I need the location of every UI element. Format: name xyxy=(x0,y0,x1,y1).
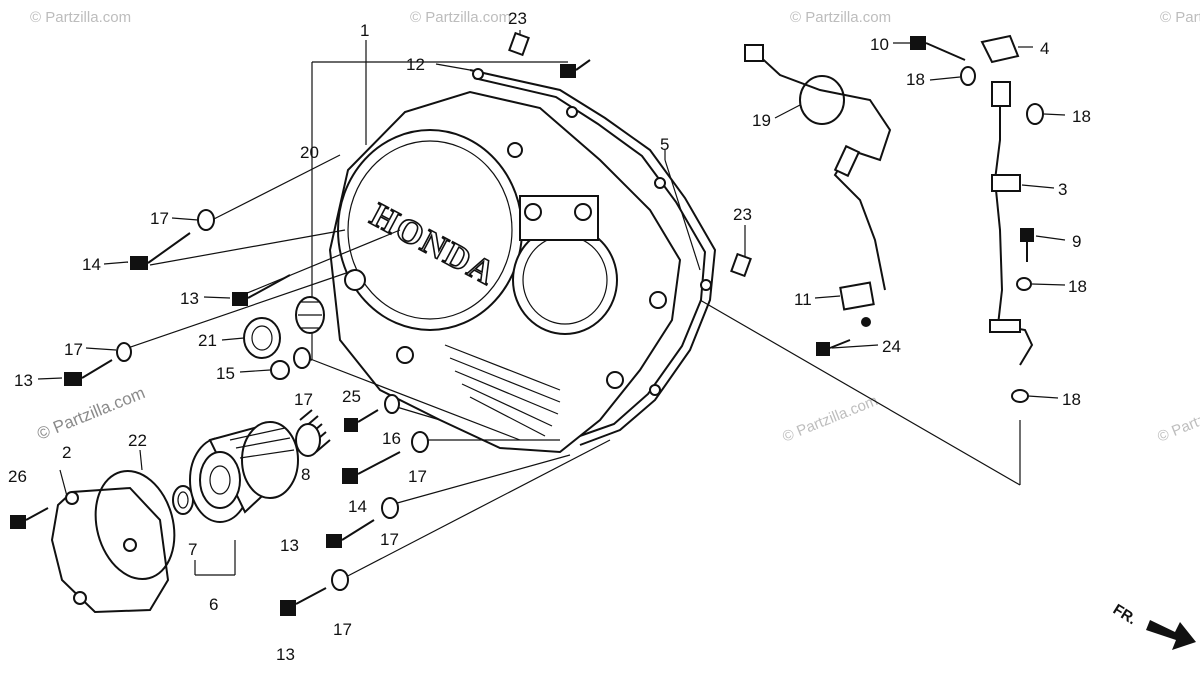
callout-14: 14 xyxy=(82,255,101,274)
front-label: FR. xyxy=(1110,601,1140,628)
washer-part-16[interactable] xyxy=(384,394,400,414)
oil-filter-cover-part-2[interactable] xyxy=(50,486,170,614)
callout-25: 25 xyxy=(342,387,361,406)
callout-16: 16 xyxy=(382,429,401,448)
callout-6: 6 xyxy=(209,595,218,614)
switch-part-11[interactable] xyxy=(839,281,875,327)
callout-17: 17 xyxy=(64,340,83,359)
callout-7: 7 xyxy=(188,540,197,559)
callout-23: 23 xyxy=(733,205,752,224)
watermark: © Partzilla.com xyxy=(1155,392,1200,446)
callout-21: 21 xyxy=(198,331,217,350)
callout-2: 2 xyxy=(62,443,71,462)
bolt-part-14-upper[interactable] xyxy=(130,232,191,270)
wire-harness-part-19[interactable] xyxy=(744,44,892,291)
watermark: © Partzilla.com xyxy=(790,9,891,26)
callout-23: 23 xyxy=(508,9,527,28)
watermark: © Partzilla.com xyxy=(30,9,131,26)
bolt-part-14-lower[interactable] xyxy=(342,451,401,484)
callout-13: 13 xyxy=(14,371,33,390)
sensor-wire-part-3[interactable] xyxy=(989,81,1034,366)
grommet-part-18[interactable] xyxy=(960,66,1044,403)
callout-12: 12 xyxy=(406,55,425,74)
needle-bearing-part-20[interactable] xyxy=(295,296,325,334)
washer-part-17[interactable] xyxy=(116,209,429,591)
bolt-part-13-bottom[interactable] xyxy=(280,587,327,616)
bolt-part-13-upper[interactable] xyxy=(232,274,291,306)
bolt-part-26[interactable] xyxy=(10,507,49,529)
o-ring-part-22[interactable] xyxy=(84,462,186,588)
front-arrow-icon xyxy=(1146,620,1196,650)
callout-26: 26 xyxy=(8,467,27,486)
callout-4: 4 xyxy=(1040,39,1049,58)
callout-18: 18 xyxy=(1068,277,1087,296)
front-direction-marker: FR. xyxy=(1110,601,1196,650)
leader-lines xyxy=(59,40,1021,581)
callout-18: 18 xyxy=(1062,390,1081,409)
callout-17: 17 xyxy=(150,209,169,228)
callout-leaders xyxy=(37,30,1066,399)
oil-filter-part-6[interactable] xyxy=(189,421,299,523)
callout-1: 1 xyxy=(360,21,369,40)
callout-13: 13 xyxy=(180,289,199,308)
callout-13: 13 xyxy=(280,536,299,555)
callout-8: 8 xyxy=(301,465,310,484)
callout-17: 17 xyxy=(333,620,352,639)
callout-18: 18 xyxy=(1072,107,1091,126)
callout-14: 14 xyxy=(348,497,367,516)
callout-13: 13 xyxy=(276,645,295,664)
watermark: © Partzilla.com xyxy=(1160,9,1200,26)
callout-24: 24 xyxy=(882,337,901,356)
callout-18: 18 xyxy=(906,70,925,89)
plug-part-15[interactable] xyxy=(270,360,290,380)
callout-3: 3 xyxy=(1058,180,1067,199)
gasket-part-5[interactable] xyxy=(469,68,717,446)
callout-17: 17 xyxy=(408,467,427,486)
callout-10: 10 xyxy=(870,35,889,54)
bolt-part-25[interactable] xyxy=(344,409,379,432)
dowel-pin-part-23[interactable] xyxy=(508,31,752,278)
spring-part-8[interactable] xyxy=(295,409,331,457)
crankcase-cover-part-1[interactable]: HONDA xyxy=(328,90,682,454)
callout-22: 22 xyxy=(128,431,147,450)
watermark: © Partzilla.com xyxy=(410,9,511,26)
callout-19: 19 xyxy=(752,111,771,130)
callout-labels: 1 2 3 4 5 6 7 8 9 10 11 12 13 13 13 13 1… xyxy=(8,9,1091,664)
bearing-part-21[interactable] xyxy=(243,317,281,359)
bolt-part-9[interactable] xyxy=(1020,228,1034,262)
callout-11: 11 xyxy=(794,290,812,309)
watermark: © Partzilla.com xyxy=(780,392,880,446)
bolt-part-12[interactable] xyxy=(560,59,591,78)
callout-17: 17 xyxy=(294,390,313,409)
callout-20: 20 xyxy=(300,143,319,162)
callout-15: 15 xyxy=(216,364,235,383)
bolt-part-10[interactable] xyxy=(910,36,966,61)
bolt-part-13-mid[interactable] xyxy=(326,519,375,548)
bracket-part-4[interactable] xyxy=(980,34,1020,64)
callout-17: 17 xyxy=(380,530,399,549)
bolt-part-24[interactable] xyxy=(816,339,851,356)
callout-9: 9 xyxy=(1072,232,1081,251)
bolt-part-13-left[interactable] xyxy=(64,359,113,386)
callout-5: 5 xyxy=(660,135,669,154)
